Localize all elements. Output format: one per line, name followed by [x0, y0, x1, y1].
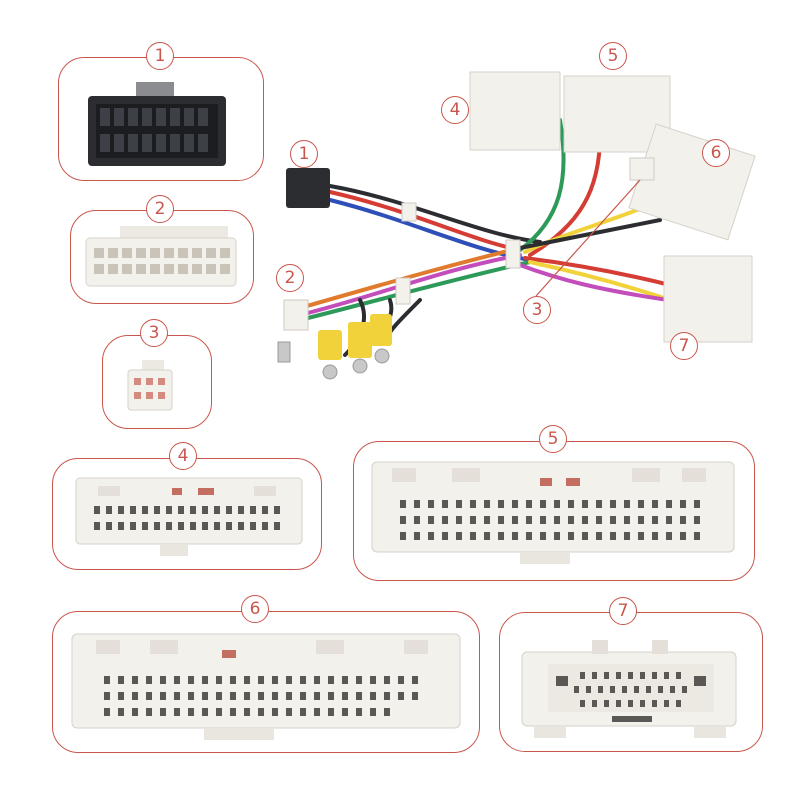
- connector-7-closeup: [521, 640, 737, 738]
- connector-1-panel-label: 1: [146, 42, 174, 70]
- connector-5-closeup: [371, 461, 735, 564]
- harness-connector-1-label: 1: [290, 140, 318, 168]
- connector-2-closeup: [85, 226, 237, 287]
- connector-1-closeup: [88, 82, 226, 166]
- harness-connector-5-label: 5: [599, 42, 627, 70]
- connector-5-panel-label: 5: [539, 425, 567, 453]
- harness-connector-7-label: 7: [670, 332, 698, 360]
- harness-connector-6-label: 6: [702, 139, 730, 167]
- connector-2-panel-label: 2: [146, 195, 174, 223]
- connector-3-panel-label: 3: [140, 319, 168, 347]
- harness-connector-3-label: 3: [523, 296, 551, 324]
- connector-3-closeup: [127, 360, 173, 411]
- harness-connector-4-label: 4: [441, 96, 469, 124]
- connector-4-closeup: [75, 477, 303, 556]
- connector-6-panel-label: 6: [241, 595, 269, 623]
- connector-7-panel-label: 7: [609, 597, 637, 625]
- connector-4-panel-label: 4: [169, 442, 197, 470]
- connector-6-closeup: [71, 633, 461, 740]
- harness-connector-2-label: 2: [276, 264, 304, 292]
